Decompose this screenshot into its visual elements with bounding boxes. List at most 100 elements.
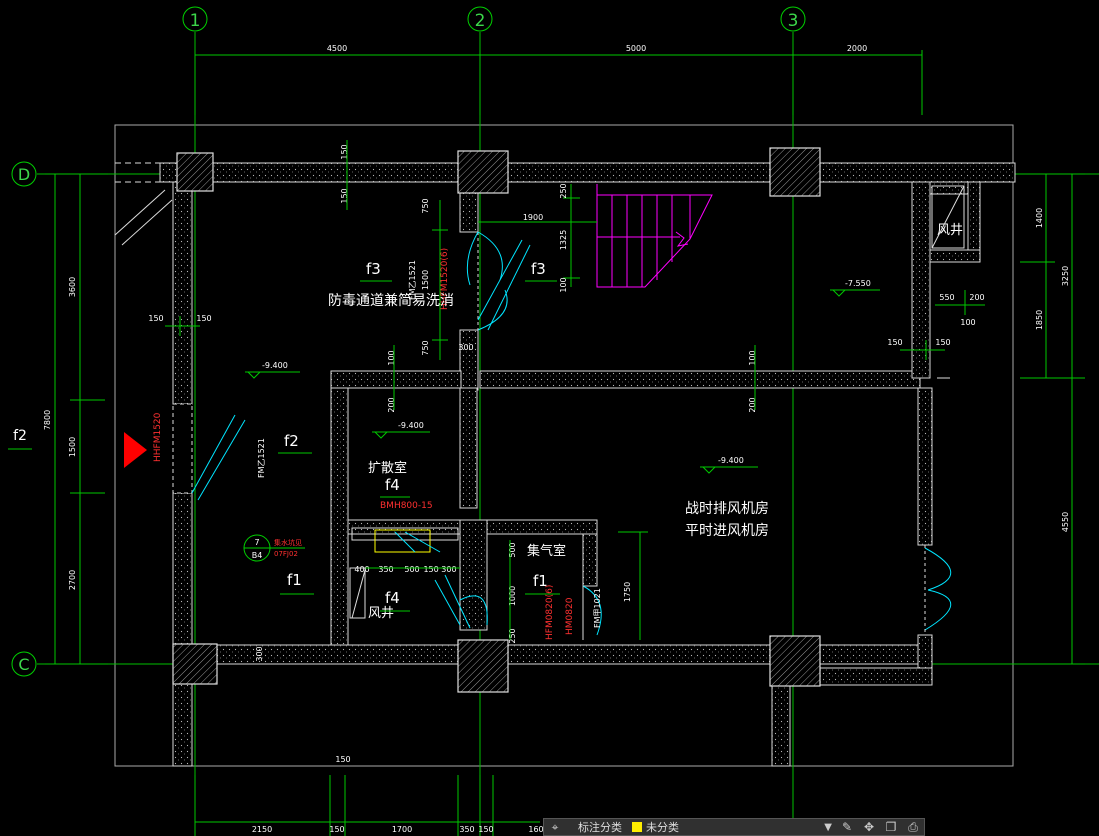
room-plenum: 集气室 xyxy=(527,543,566,559)
svg-text:150: 150 xyxy=(935,338,950,347)
room-diffuser: 扩散室 xyxy=(368,460,407,476)
svg-text:1: 1 xyxy=(190,11,201,31)
svg-text:300: 300 xyxy=(255,646,264,661)
svg-text:f4: f4 xyxy=(385,476,400,494)
grid-bubble-2[interactable]: 2 xyxy=(467,6,493,32)
grid-bubble-1[interactable]: 1 xyxy=(182,6,208,32)
svg-text:100: 100 xyxy=(387,350,396,365)
svg-text:7: 7 xyxy=(254,538,259,547)
stair[interactable] xyxy=(596,184,713,288)
dim-left-3600: 3600 xyxy=(68,277,77,297)
dim-bot-150b: 150 xyxy=(478,825,493,834)
svg-text:250: 250 xyxy=(508,628,517,643)
svg-text:B4: B4 xyxy=(252,551,263,560)
property-toolbar[interactable]: ⌖ 标注分类 未分类 ▼ ✎ ✥ ❐ ⎙ xyxy=(543,818,925,836)
svg-text:1325: 1325 xyxy=(559,230,568,250)
svg-text:-9.400: -9.400 xyxy=(398,421,424,430)
elevation-mark-3: -9.400 xyxy=(700,456,758,474)
door-swing-right[interactable] xyxy=(924,545,952,635)
dim-left-7800: 7800 xyxy=(43,410,52,430)
svg-text:f4: f4 xyxy=(385,589,400,607)
interior-dims: 150 150 750 1500 750 1900 250 1325 100 3… xyxy=(148,144,984,764)
dim-top-2000: 2000 xyxy=(847,44,867,53)
copy-icon[interactable]: ❐ xyxy=(885,820,897,834)
svg-text:2: 2 xyxy=(475,11,486,31)
svg-text:750: 750 xyxy=(421,198,430,213)
svg-text:f3: f3 xyxy=(366,260,381,278)
svg-text:C: C xyxy=(18,655,29,674)
interior-dim-lines xyxy=(165,140,985,640)
brush-icon[interactable]: ✎ xyxy=(841,820,853,834)
svg-text:500: 500 xyxy=(508,542,517,557)
svg-text:550: 550 xyxy=(939,293,954,302)
door-label-hhfm1520-6: HHFM1520(6) xyxy=(440,248,450,310)
dim-top-4500: 4500 xyxy=(327,44,347,53)
detail-reference[interactable]: 7 B4 集水坑见 07FJ02 xyxy=(243,534,305,562)
svg-text:1500: 1500 xyxy=(421,270,430,290)
right-dimension xyxy=(1020,173,1085,665)
svg-text:f1: f1 xyxy=(287,571,302,589)
svg-text:300: 300 xyxy=(458,343,473,352)
svg-text:150 300: 150 300 xyxy=(423,565,456,574)
shaft-box-right xyxy=(931,185,965,249)
print-icon[interactable]: ⎙ xyxy=(908,819,918,834)
bottom-right-misc xyxy=(855,377,950,669)
section-f2-left: f2 xyxy=(13,428,27,444)
dim-bot-160: 160 xyxy=(528,825,543,834)
move-icon[interactable]: ✥ xyxy=(863,820,875,834)
elevation-mark-1: -9.400 xyxy=(245,361,300,379)
svg-text:100: 100 xyxy=(748,350,757,365)
dim-bot-150a: 150 xyxy=(329,825,344,834)
door-hhfm1520-left[interactable] xyxy=(172,403,246,501)
door-label-fm1021: FM甲1021 xyxy=(593,588,602,628)
svg-text:1000: 1000 xyxy=(508,586,517,606)
blast-valve[interactable] xyxy=(349,527,459,619)
svg-text:150: 150 xyxy=(196,314,211,323)
dim-bot-350: 350 xyxy=(459,825,474,834)
top-left-opening xyxy=(115,162,175,183)
svg-text:f2: f2 xyxy=(284,432,299,450)
dim-left-2700: 2700 xyxy=(68,570,77,590)
svg-text:150: 150 xyxy=(340,188,349,203)
grid-bubble-c[interactable]: C xyxy=(11,651,37,677)
dim-bot-2150: 2150 xyxy=(252,825,272,834)
door-label-fm1521-a: FM乙1521 xyxy=(408,260,417,300)
svg-text:集水坑见: 集水坑见 xyxy=(274,538,302,547)
category-value[interactable]: 未分类 xyxy=(646,821,679,834)
grid-bubble-d[interactable]: D xyxy=(11,161,37,187)
svg-text:D: D xyxy=(18,165,30,184)
section-labels: f3 f3 f2 f1 f1 f4 f4 xyxy=(278,260,560,612)
dim-right-1850: 1850 xyxy=(1035,310,1044,330)
left-dimension xyxy=(45,173,108,665)
grid-bubble-3[interactable]: 3 xyxy=(780,6,806,32)
svg-text:150: 150 xyxy=(887,338,902,347)
elevation-mark-4: -7.550 xyxy=(830,279,880,297)
chevron-down-icon[interactable]: ▼ xyxy=(824,821,832,833)
pick-icon[interactable]: ⌖ xyxy=(551,819,559,834)
dim-right-4550: 4550 xyxy=(1061,512,1070,532)
structural-columns[interactable] xyxy=(172,147,821,693)
dim-left-1500: 1500 xyxy=(68,437,77,457)
svg-text:3: 3 xyxy=(788,11,799,31)
svg-text:f1: f1 xyxy=(533,572,548,590)
door-label-fm1521-b: FM乙1521 xyxy=(257,438,266,478)
stair-dims xyxy=(432,184,597,360)
svg-text:100: 100 xyxy=(960,318,975,327)
dim-right-3250: 3250 xyxy=(1061,266,1070,286)
dim-right-1400: 1400 xyxy=(1035,208,1044,228)
top-dimension xyxy=(194,50,923,115)
room-shaft-1: 风井 xyxy=(368,606,394,621)
svg-text:500: 500 xyxy=(404,565,419,574)
svg-text:150: 150 xyxy=(335,755,350,764)
svg-text:-9.400: -9.400 xyxy=(262,361,288,370)
door-swing-upper[interactable] xyxy=(466,231,531,331)
category-label: 标注分类 xyxy=(578,821,622,834)
door-plenum[interactable] xyxy=(434,574,602,640)
room-fan-1: 战时排风机房 xyxy=(685,501,769,517)
bottom-dimension xyxy=(194,775,540,836)
walls[interactable] xyxy=(159,162,1016,767)
svg-text:350: 350 xyxy=(378,565,393,574)
room-passage: 防毒通道兼简易洗消 xyxy=(328,292,454,309)
svg-text:1750: 1750 xyxy=(623,582,632,602)
